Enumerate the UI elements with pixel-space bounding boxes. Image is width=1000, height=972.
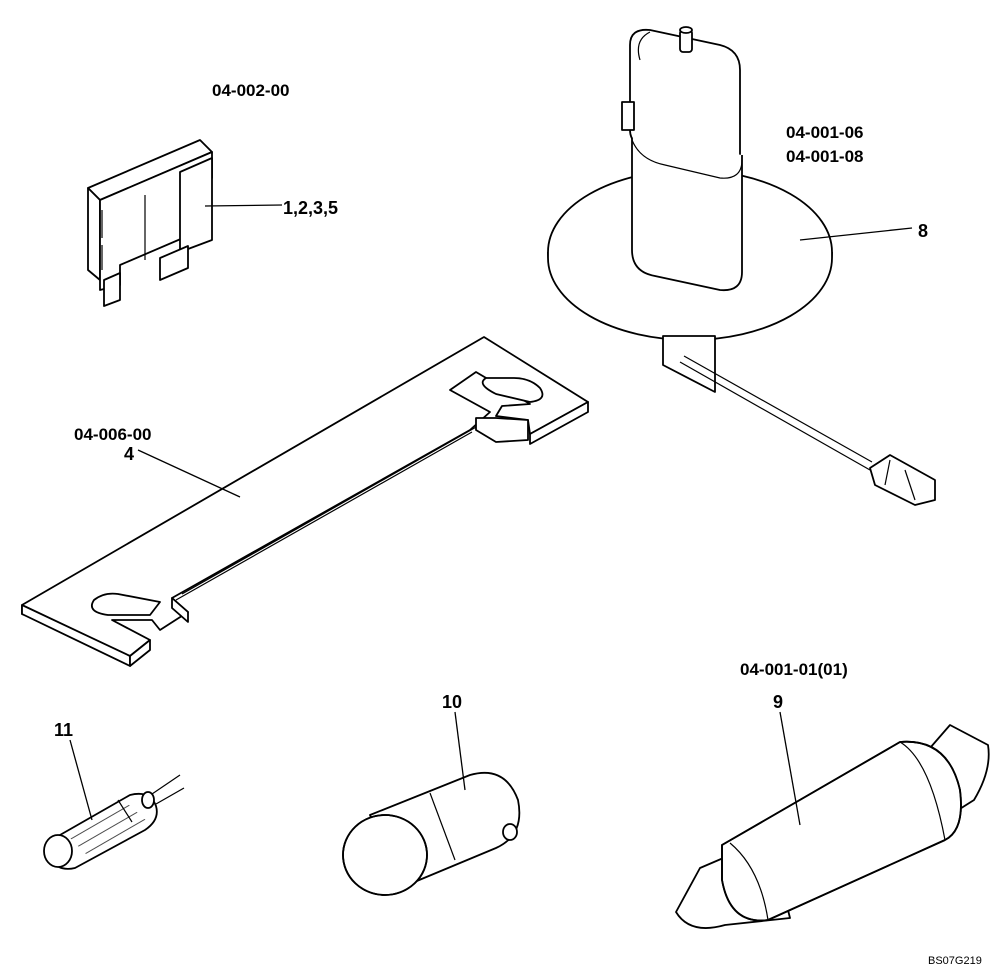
festoon-bulb xyxy=(675,724,990,929)
bayonet-bulb xyxy=(342,771,521,896)
plate-item-number: 4 xyxy=(124,444,134,464)
sender-item-number: 8 xyxy=(918,221,928,241)
bulb-bayonet-item-number: 10 xyxy=(442,692,462,712)
leader-bulb-small xyxy=(69,739,93,821)
sender-part-code-b: 04-001-08 xyxy=(786,147,864,166)
drawing-code: BS07G219 xyxy=(928,955,982,967)
leader-bulb-bayonet xyxy=(454,711,466,791)
festoon-item-number: 9 xyxy=(773,692,783,712)
leader-festoon xyxy=(779,711,801,826)
blade-fuse xyxy=(87,139,213,307)
bulb-small-item-number: 11 xyxy=(54,720,73,740)
miniature-bulb xyxy=(43,774,185,870)
plate-part-code: 04-006-00 xyxy=(74,425,152,444)
fuel-level-sender xyxy=(547,26,936,506)
fuse-part-code: 04-002-00 xyxy=(212,81,290,100)
sender-part-code-a: 04-001-06 xyxy=(786,123,864,142)
leader-fuse xyxy=(204,204,283,207)
leader-sender xyxy=(799,227,913,241)
festoon-part-code: 04-001-01(01) xyxy=(740,660,848,679)
fuse-item-numbers: 1,2,3,5 xyxy=(283,198,338,218)
fuse-link-plate xyxy=(21,336,589,667)
leader-plate xyxy=(137,449,241,498)
